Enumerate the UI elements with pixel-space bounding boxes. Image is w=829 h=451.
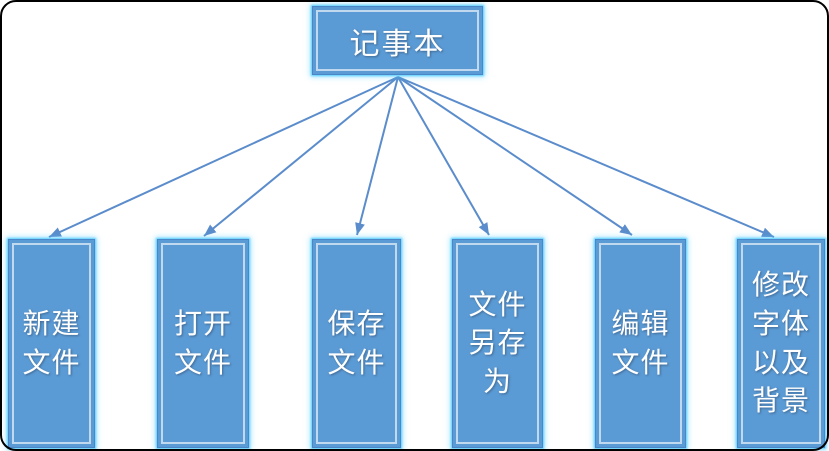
node-open-file: 打开文件 bbox=[157, 239, 249, 448]
node-save-file: 保存文件 bbox=[312, 239, 401, 448]
arrow-to-edit-file bbox=[397, 76, 633, 236]
arrow-to-new-file bbox=[48, 76, 399, 238]
node-save-file-label: 保存文件 bbox=[327, 306, 386, 379]
arrow-to-modify-font-background bbox=[397, 76, 775, 238]
arrow-to-save-as bbox=[397, 76, 490, 236]
node-notepad-root: 记事本 bbox=[312, 6, 483, 75]
arrow-to-open-file bbox=[203, 76, 399, 237]
node-edit-file: 编辑文件 bbox=[595, 239, 686, 448]
node-notepad-label: 记事本 bbox=[349, 26, 446, 62]
node-new-file-label: 新建文件 bbox=[22, 306, 81, 379]
node-open-file-label: 打开文件 bbox=[173, 306, 232, 379]
node-save-as: 文件另存为 bbox=[452, 239, 543, 448]
node-modify-font-background-label: 修改字体以及背景 bbox=[751, 268, 810, 418]
node-save-as-label: 文件另存为 bbox=[468, 287, 527, 398]
node-new-file: 新建文件 bbox=[8, 239, 95, 448]
arrow-to-save-file bbox=[355, 76, 399, 236]
node-edit-file-label: 编辑文件 bbox=[611, 306, 670, 379]
node-modify-font-background: 修改字体以及背景 bbox=[737, 239, 825, 448]
